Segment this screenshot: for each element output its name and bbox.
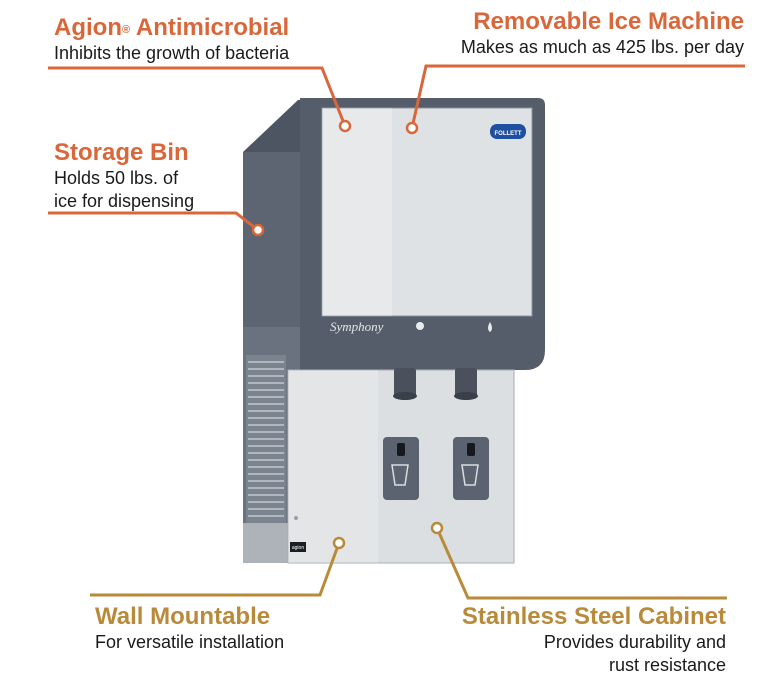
right-sensor-plate — [453, 437, 489, 500]
agion-title-suffix: Antimicrobial — [130, 14, 290, 41]
right-nozzle — [455, 368, 477, 398]
brand-badge-text: FOLLETT — [495, 131, 522, 137]
agion-callout-dot — [338, 119, 352, 133]
removable-callout: Removable Ice Machine Makes as much as 4… — [461, 8, 744, 59]
stainless-callout-dot — [430, 521, 444, 535]
removable-leader-line — [410, 64, 745, 129]
wall-callout-dot — [332, 536, 346, 550]
right-cup-icon — [461, 464, 479, 486]
stainless-callout-desc-line2: rust resistance — [608, 655, 726, 675]
ice-machine-front-panel — [321, 107, 533, 317]
wall-callout: Wall Mountable For versatile installatio… — [95, 603, 284, 654]
right-sensor-window — [467, 443, 475, 456]
stainless-leader-line — [435, 527, 727, 600]
wall-leader-line — [90, 542, 341, 597]
water-drop-icon — [488, 322, 492, 332]
right-nozzle-tip — [454, 392, 478, 400]
agion-label-plate — [290, 542, 306, 552]
agion-callout: Agion® Antimicrobial Inhibits the growth… — [54, 14, 289, 65]
storage-callout: Storage Bin Holds 50 lbs. of ice for dis… — [54, 139, 194, 213]
storage-bin-housing — [243, 152, 303, 327]
agion-label-text: agion — [292, 545, 304, 551]
removable-callout-desc: Makes as much as 425 lbs. per day — [460, 37, 744, 57]
stainless-callout-title: Stainless Steel Cabinet — [461, 603, 726, 630]
storage-bin-top — [243, 100, 300, 152]
storage-callout-title: Storage Bin — [54, 139, 189, 166]
left-nozzle-tip — [393, 392, 417, 400]
agion-leader-line — [48, 66, 347, 127]
wall-callout-title: Wall Mountable — [95, 603, 271, 630]
cabinet-screw — [294, 516, 298, 520]
removable-callout-title: Removable Ice Machine — [473, 8, 744, 35]
cabinet-side — [243, 523, 290, 563]
storage-callout-desc-line1: Holds 50 lbs. of — [54, 168, 179, 188]
storage-callout-dot — [251, 223, 265, 237]
registered-mark: ® — [121, 24, 131, 36]
stainless-callout-desc-line1: Provides durability and — [543, 632, 726, 652]
agion-callout-desc: Inhibits the growth of bacteria — [54, 43, 290, 63]
storage-leader-line — [48, 211, 259, 232]
cabinet-sheen — [288, 370, 378, 563]
wall-callout-desc: For versatile installation — [95, 632, 285, 652]
vent-slats — [248, 361, 284, 517]
storage-callout-desc-line2: ice for dispensing — [54, 191, 195, 211]
left-sensor-window — [397, 443, 405, 456]
stainless-callout: Stainless Steel Cabinet Provides durabil… — [462, 603, 726, 677]
brand-badge — [490, 124, 526, 139]
agion-callout-title: Agion® Antimicrobial — [54, 14, 289, 42]
removable-callout-dot — [405, 121, 419, 135]
panel-sheen — [322, 108, 392, 316]
left-cup-icon — [391, 464, 409, 486]
left-nozzle — [394, 368, 416, 398]
left-sensor-plate — [383, 437, 419, 500]
model-script-label: Symphony — [330, 319, 384, 334]
ice-icon — [416, 322, 424, 330]
agion-title-word: Agion — [54, 14, 122, 41]
